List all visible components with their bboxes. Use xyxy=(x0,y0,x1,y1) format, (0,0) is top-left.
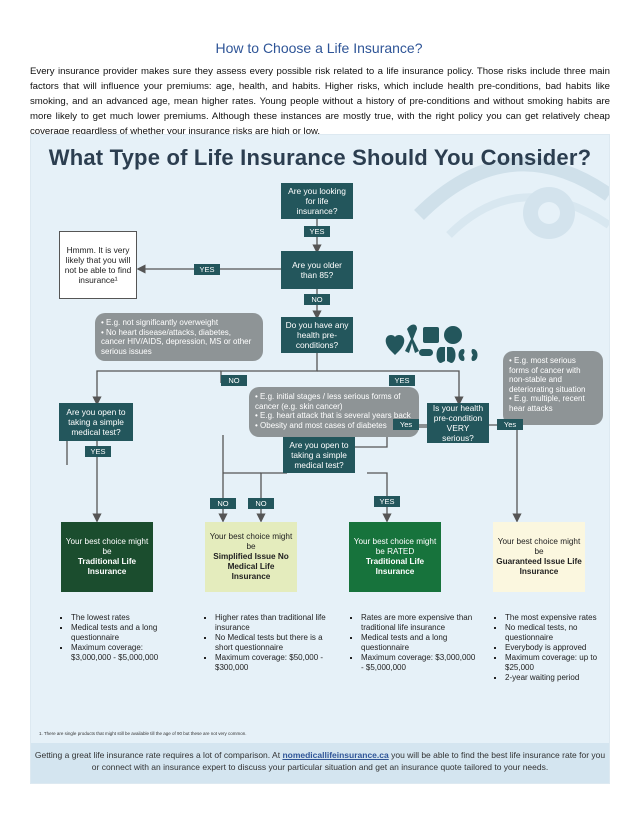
result-guaranteed-issue: Your best choice might be Guaranteed Iss… xyxy=(493,522,585,592)
scale-icon xyxy=(423,327,439,343)
label-yes-2: YES xyxy=(194,264,220,275)
question-older-than-85: Are you older than 85? xyxy=(281,251,353,289)
footer-link[interactable]: nomedicallifeinsurance.ca xyxy=(282,750,389,760)
label-no-1: NO xyxy=(304,294,330,305)
label-yes-7: Yes xyxy=(497,419,523,430)
result-simplified-issue: Your best choice might be Simplified Iss… xyxy=(205,522,297,592)
footnote: 1. There are single products that might … xyxy=(39,731,247,736)
label-no-3: NO xyxy=(210,498,236,509)
brain-icon xyxy=(444,326,462,344)
infographic-title: What Type of Life Insurance Should You C… xyxy=(48,145,592,170)
question-very-serious: Is your health pre-condition VERY seriou… xyxy=(427,403,489,443)
note-healthy-examples: • E.g. not significantly overweight • No… xyxy=(95,313,263,361)
bullets-rated-traditional: Rates are more expensive than traditiona… xyxy=(349,613,477,673)
note-moderate-examples: • E.g. initial stages / less serious for… xyxy=(249,387,419,437)
result-rated-traditional: Your best choice might be RATED Traditio… xyxy=(349,522,441,592)
question-medical-test-2: Are you open to taking a simple medical … xyxy=(283,437,355,473)
note-serious-examples: • E.g. most serious forms of cancer with… xyxy=(503,351,603,425)
pills-icon xyxy=(419,349,433,356)
result-traditional: Your best choice might be Traditional Li… xyxy=(61,522,153,592)
heart-broken-icon xyxy=(385,335,405,355)
result-no-insurance: Hmmm. It is very likely that you will no… xyxy=(59,231,137,299)
intro-paragraph: Every insurance provider makes sure they… xyxy=(30,66,610,137)
label-no-4: NO xyxy=(248,498,274,509)
health-icons xyxy=(385,324,478,363)
label-yes-4: YES xyxy=(85,446,111,457)
bullets-simplified-issue: Higher rates than traditional life insur… xyxy=(203,613,331,673)
infographic: What Type of Life Insurance Should You C… xyxy=(30,134,610,784)
eye-watermark-icon xyxy=(414,157,609,239)
question-looking-for-insurance: Are you looking for life insurance? xyxy=(281,183,353,219)
label-yes-5: YES xyxy=(374,496,400,507)
bullets-guaranteed-issue: The most expensive rates No medical test… xyxy=(493,613,617,683)
label-no-2: NO xyxy=(221,375,247,386)
question-medical-test-1: Are you open to taking a simple medical … xyxy=(59,403,133,441)
label-yes-3: YES xyxy=(389,375,415,386)
kidneys-icon xyxy=(458,349,478,361)
question-health-preconditions: Do you have any health pre-conditions? xyxy=(281,317,353,353)
label-yes-6: Yes xyxy=(393,419,419,430)
lungs-icon xyxy=(436,347,456,363)
ribbon-icon xyxy=(405,324,419,353)
label-yes-1: YES xyxy=(304,226,330,237)
bullets-traditional: The lowest rates Medical tests and a lon… xyxy=(59,613,183,663)
footer-banner: Getting a great life insurance rate requ… xyxy=(31,743,609,783)
page-title: How to Choose a Life Insurance? xyxy=(215,40,423,56)
